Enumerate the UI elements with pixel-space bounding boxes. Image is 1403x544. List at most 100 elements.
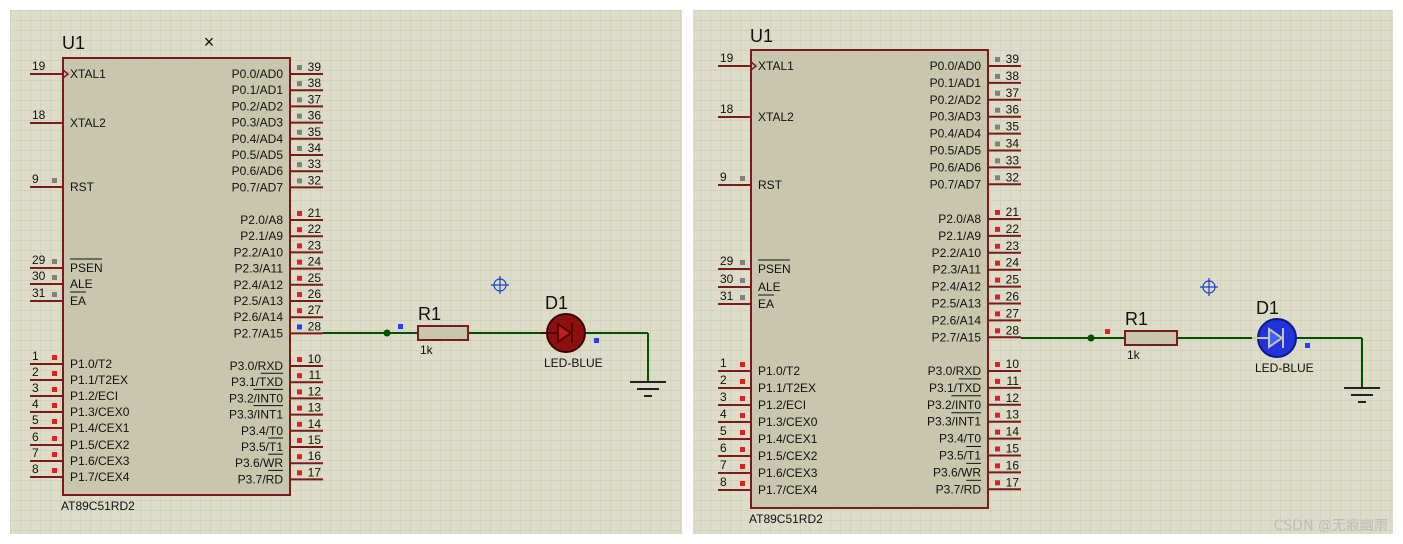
pin-number: 13 [1006,408,1020,422]
pin-number: 5 [32,413,39,427]
pin-state-marker [740,481,745,486]
pin-state-marker [995,362,1000,367]
led-value-label: LED-BLUE [1255,361,1314,375]
pin-number: 8 [720,475,727,489]
schematic-panel-led-on: U1AT89C51RD219XTAL118XTAL29RST29PSEN30AL… [693,10,1393,534]
pin-state-marker [995,124,1000,130]
pin-label: P2.5/A13 [932,297,982,311]
pin-label: RST [758,178,783,192]
pin-label: P0.7/AD7 [232,180,284,194]
pin-number: 3 [720,390,727,404]
pin-label: EA [70,294,86,308]
pin-label: XTAL1 [70,67,106,81]
watermark-text: CSDN @无痕幽雨 [1274,518,1388,534]
pin-state-marker [297,243,302,249]
pin-number: 38 [308,76,322,90]
pin-state-marker [52,436,57,441]
pin-number: 30 [720,272,734,286]
clock-input-marker [750,61,758,71]
pin-state-marker [995,463,1000,469]
led-state-marker [1305,343,1310,348]
pin-state-marker [297,373,302,379]
pin-number: 8 [32,462,39,476]
pin-label: P1.7/CEX4 [70,470,130,484]
pin-label: P2.1/A9 [240,229,283,243]
pin-state-marker [52,468,57,473]
pin-state-marker [297,308,302,314]
pin-state-marker [297,65,302,70]
pin-label: P1.3/CEX0 [70,405,130,419]
pin-state-marker [995,446,1000,452]
pin-label: P0.1/AD1 [232,83,284,97]
pin-number: 4 [32,397,39,411]
pin-state-marker [297,81,302,87]
led-ref-label: D1 [1256,298,1279,318]
pin-number: 1 [32,349,39,363]
pin-label: P0.5/AD5 [930,144,982,158]
pin-label: P3.0/RXD [230,359,284,373]
pin-state-marker [995,210,1000,215]
pin-label: P1.0/T2 [758,364,800,378]
chip-body [750,49,989,509]
pin-label: P1.2/ECI [70,389,118,403]
pin-number: 18 [32,108,46,122]
pin-label: P2.4/A12 [234,278,284,292]
pin-state-marker [995,429,1000,435]
pin-number: 22 [308,222,322,236]
pin-number: 21 [1006,205,1020,219]
pin-state-marker [995,328,1000,334]
pin-number: 32 [1006,170,1020,184]
pin-number: 24 [308,255,322,269]
pin-number: 25 [1006,273,1020,287]
pin-number: 34 [1006,137,1020,151]
pin-label: P3.4/T0 [241,424,283,438]
pin-label: P3.7/RD [238,472,284,486]
pin-state-marker [297,292,302,297]
pin-number: 6 [720,441,727,455]
chip-ref-label: U1 [750,26,773,46]
pin-label: P3.1/TXD [929,381,981,395]
pin-state-marker [995,107,1000,113]
pin-label: P0.0/AD0 [930,59,982,73]
pin-label: RST [70,180,95,194]
pin-label: ALE [70,277,93,291]
pin-state-marker [52,178,57,183]
pin-number: 3 [32,381,39,395]
pin-number: 9 [32,172,39,186]
pin-state-marker [995,226,1000,232]
pin-label: P1.3/CEX0 [758,415,818,429]
pin-state-marker [52,275,57,280]
pin-number: 1 [720,356,727,370]
pin-label: P1.0/T2 [70,357,112,371]
pin-number: 10 [1006,357,1020,371]
chip-ref-label: U1 [62,33,85,53]
pin-label: P2.7/A15 [932,330,982,344]
pin-state-marker [297,178,302,184]
pin-state-marker [740,396,745,401]
pin-number: 28 [308,319,322,333]
pin-state-marker [297,421,302,427]
pin-state-marker [52,403,57,408]
pin-state-marker [740,379,745,384]
microcontroller-chip: U1AT89C51RD219XTAL118XTAL29RST29PSEN30AL… [30,33,323,513]
resistor-body [417,325,469,341]
pin-number: 38 [1006,69,1020,83]
chip-body [62,57,291,496]
resistor-ref-label: R1 [1125,309,1148,329]
pin-state-marker [52,292,57,297]
pin-label: P1.7/CEX4 [758,483,818,497]
chip-part-label: AT89C51RD2 [749,512,823,526]
crosshair-cursor-icon [1200,278,1218,296]
pin-state-marker [297,389,302,395]
pin-number: 28 [1006,323,1020,337]
pin-number: 16 [308,449,322,463]
pin-number: 14 [308,417,322,431]
pin-label: P0.6/AD6 [232,164,284,178]
ground-symbol [1344,387,1380,403]
pin-label: ALE [758,280,781,294]
pin-label: P2.2/A10 [932,246,982,260]
pin-label: P0.0/AD0 [232,67,284,81]
pin-label: P2.6/A14 [234,310,284,324]
